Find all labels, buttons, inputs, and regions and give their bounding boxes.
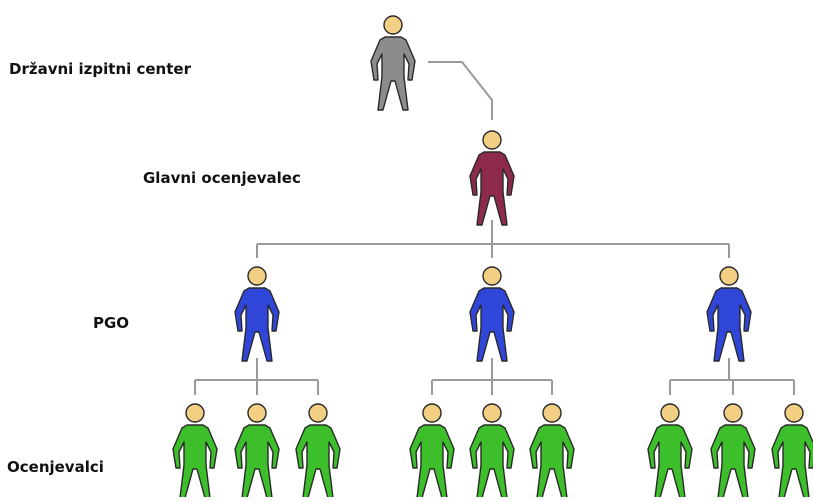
person-body <box>529 424 575 499</box>
person-icon-top <box>370 15 416 111</box>
person-icon-evaluator-2-2 <box>469 403 515 499</box>
person-body <box>234 424 280 499</box>
person-icon-pgo-3 <box>706 266 752 362</box>
person-head <box>422 403 442 423</box>
person-body <box>706 287 752 362</box>
level-label-chief: Glavni ocenjevalec <box>143 169 301 187</box>
person-head <box>482 266 502 286</box>
person-head <box>308 403 328 423</box>
connector-lines <box>194 61 795 395</box>
person-icon-evaluator-1-1 <box>172 403 218 499</box>
person-body <box>469 287 515 362</box>
person-body <box>234 287 280 362</box>
person-icon-evaluator-3-1 <box>647 403 693 499</box>
person-body <box>370 36 416 111</box>
person-body <box>647 424 693 499</box>
person-icon-evaluator-1-3 <box>295 403 341 499</box>
person-icon-evaluator-1-2 <box>234 403 280 499</box>
person-head <box>784 403 804 423</box>
person-icon-chief <box>469 130 515 226</box>
person-body <box>469 424 515 499</box>
connector-top-chief <box>428 61 493 120</box>
person-figures <box>172 15 813 499</box>
person-head <box>247 403 267 423</box>
person-head <box>383 15 403 35</box>
level-label-top: Državni izpitni center <box>9 60 191 78</box>
person-icon-pgo-2 <box>469 266 515 362</box>
person-head <box>247 266 267 286</box>
level-label-pgo: PGO <box>93 314 130 332</box>
person-head <box>482 130 502 150</box>
person-head <box>660 403 680 423</box>
person-body <box>409 424 455 499</box>
person-icon-evaluator-3-2 <box>710 403 756 499</box>
person-body <box>295 424 341 499</box>
person-icon-pgo-1 <box>234 266 280 362</box>
person-head <box>185 403 205 423</box>
person-head <box>542 403 562 423</box>
person-body <box>710 424 756 499</box>
person-head <box>482 403 502 423</box>
person-head <box>723 403 743 423</box>
person-icon-evaluator-2-3 <box>529 403 575 499</box>
level-label-evaluators: Ocenjevalci <box>7 458 104 476</box>
person-body <box>771 424 813 499</box>
person-icon-evaluator-3-3 <box>771 403 813 499</box>
person-body <box>172 424 218 499</box>
person-icon-evaluator-2-1 <box>409 403 455 499</box>
person-body <box>469 151 515 226</box>
person-head <box>719 266 739 286</box>
